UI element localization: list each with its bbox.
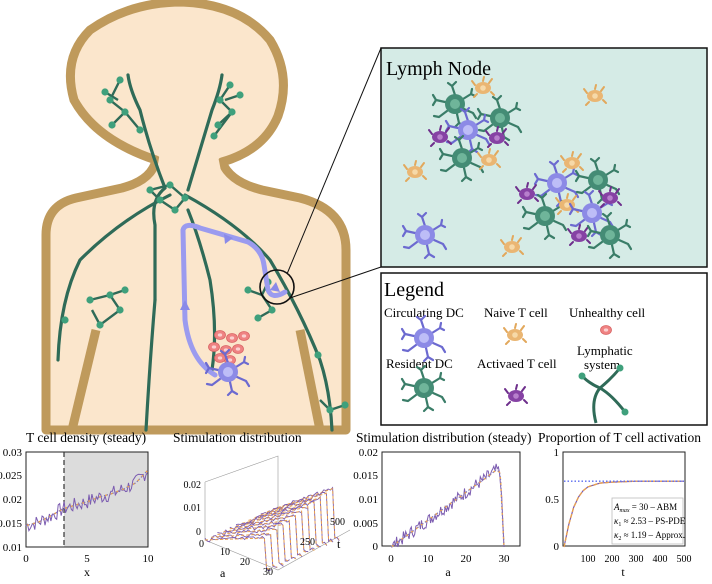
p2-abm-slice <box>223 522 290 562</box>
p3-ytick: 0.01 <box>359 494 378 506</box>
p2-pde-slice <box>254 501 321 549</box>
p4-leg-abm: Amax = 30 – ABM <box>613 502 677 514</box>
p2-ztick: 0 <box>196 527 201 538</box>
p1-xtick: 5 <box>84 553 90 565</box>
plot3-title: Stimulation distribution (steady) <box>356 430 532 445</box>
plot1-title: T cell density (steady) <box>26 430 146 445</box>
p3-xtick: 30 <box>499 553 511 565</box>
legend-naive-t: Naive T cell <box>484 305 548 320</box>
legend-title: Legend <box>384 279 444 301</box>
p3-ytick: 0.005 <box>353 518 378 530</box>
p3-xtick: 20 <box>461 553 473 565</box>
p3-ytick: 0.02 <box>359 447 378 459</box>
p4-ytick: 1 <box>554 447 560 459</box>
legend-panel: Legend Circulating DC Naive T cell Unhea… <box>380 272 708 426</box>
p2-pde-slice <box>266 492 334 543</box>
p2-pde-slice <box>217 528 284 565</box>
legend-lymphatic-icon <box>578 364 629 424</box>
body-silhouette <box>41 0 351 435</box>
p1-xtick: 0 <box>23 553 29 565</box>
p2-pde-slice <box>242 510 309 554</box>
lymph-node-panel: Lymph Node <box>380 47 708 268</box>
p2-xlabel: a <box>220 566 226 580</box>
p4-legend-box <box>611 497 684 545</box>
p1-xlabel: x <box>84 565 90 579</box>
plot1-frame <box>25 451 149 548</box>
lymph-node-title: Lymph Node <box>386 58 491 80</box>
legend-circulating-dc: Circulating DC <box>384 305 464 320</box>
p4-leg-ps: κ1 ≈ 2.53– PS-PDE <box>614 516 686 528</box>
p3-pde-line <box>390 469 505 548</box>
legend-unhealthy: Unhealthy cell <box>569 305 646 320</box>
p1-ytick: 0.02 <box>3 494 22 506</box>
p2-pde-slice <box>229 519 297 560</box>
p4-xtick: 200 <box>605 554 620 565</box>
p2-pde-slice <box>223 524 290 563</box>
p1-ytick: 0.03 <box>3 447 23 459</box>
p2-ztick: 0.02 <box>184 480 202 491</box>
p2-pde-slice <box>235 515 303 557</box>
p2-abm-slice <box>210 532 278 569</box>
p4-xtick: 300 <box>629 554 644 565</box>
legend-unhealthy-icon <box>600 325 612 335</box>
p1-ytick: 0.01 <box>3 542 22 554</box>
legend-lymphatic-1: Lymphatic <box>577 343 633 358</box>
p1-abm-line <box>25 472 148 533</box>
p1-ytick: 0.025 <box>0 470 23 482</box>
plot-3: Stimulation distribution (steady) 0.02 0… <box>353 430 531 579</box>
p4-xtick: 500 <box>677 554 692 565</box>
p4-ytick: 0.5 <box>545 494 559 506</box>
p4-ytick: 0 <box>554 541 560 553</box>
p2-pde-slice <box>248 506 315 551</box>
p2-ztick: 0.01 <box>184 503 202 514</box>
p4-xtick: 100 <box>581 554 596 565</box>
p2-ttick: 500 <box>330 517 345 528</box>
plot2-title: Stimulation distribution <box>173 430 302 445</box>
p2-atick: 10 <box>220 547 230 558</box>
p3-abm-line <box>391 463 505 548</box>
p4-leg-ap: κ2 ≈ 1.19– Approx. <box>614 530 685 542</box>
p3-xtick: 10 <box>423 553 435 565</box>
p1-approx-line <box>25 470 148 527</box>
p4-xtick: 400 <box>653 554 668 565</box>
zoom-circle <box>259 269 295 305</box>
plot-4: Proportion of T cell activation 1 0.5 0 … <box>538 430 701 579</box>
legend-lymphatic-2: system <box>584 357 620 372</box>
p3-ytick: 0 <box>373 541 379 553</box>
p1-xtick: 10 <box>143 553 155 565</box>
dc-migration-route <box>180 222 288 378</box>
p2-tlabel: t <box>337 537 341 551</box>
p3-ytick: 0.015 <box>353 470 378 482</box>
p2-atick: 20 <box>240 557 250 568</box>
p3-xtick: 0 <box>388 553 394 565</box>
p2-atick: 0 <box>199 539 204 550</box>
p2-pde-slice <box>211 533 278 568</box>
p2-abm-slice <box>217 527 284 567</box>
p2-pde-slice <box>204 537 272 571</box>
p1-ytick: 0.015 <box>0 518 23 530</box>
lymph-node-clusters <box>61 76 349 414</box>
zoom-lines <box>286 47 382 299</box>
plot4-frame <box>562 451 686 547</box>
p2-abm-slice <box>260 495 328 546</box>
p3-xlabel: a <box>445 565 451 579</box>
plot-1: T cell density (steady) 0.03 0.025 0.02 … <box>0 430 154 579</box>
legend-activated-t: Activaed T cell <box>477 356 557 371</box>
plot-2: Stimulation distribution 0.02 0.01 0 0 1… <box>173 430 351 580</box>
p2-abm-slice <box>229 519 296 559</box>
p2-pde-slice <box>260 497 328 546</box>
right-arm-line <box>295 329 325 431</box>
p2-abm-slice <box>235 514 303 558</box>
lymphatic-vessels <box>56 73 334 432</box>
plot4-title: Proportion of T cell activation <box>538 430 701 445</box>
p2-atick: 30 <box>263 567 273 578</box>
p4-xlabel: t <box>621 565 625 579</box>
p2-ttick: 250 <box>300 537 315 548</box>
plot3-frame <box>381 451 521 547</box>
route-arrows <box>180 234 280 310</box>
left-arm-line <box>67 328 101 432</box>
legend-resident-dc: Resident DC <box>386 356 453 371</box>
